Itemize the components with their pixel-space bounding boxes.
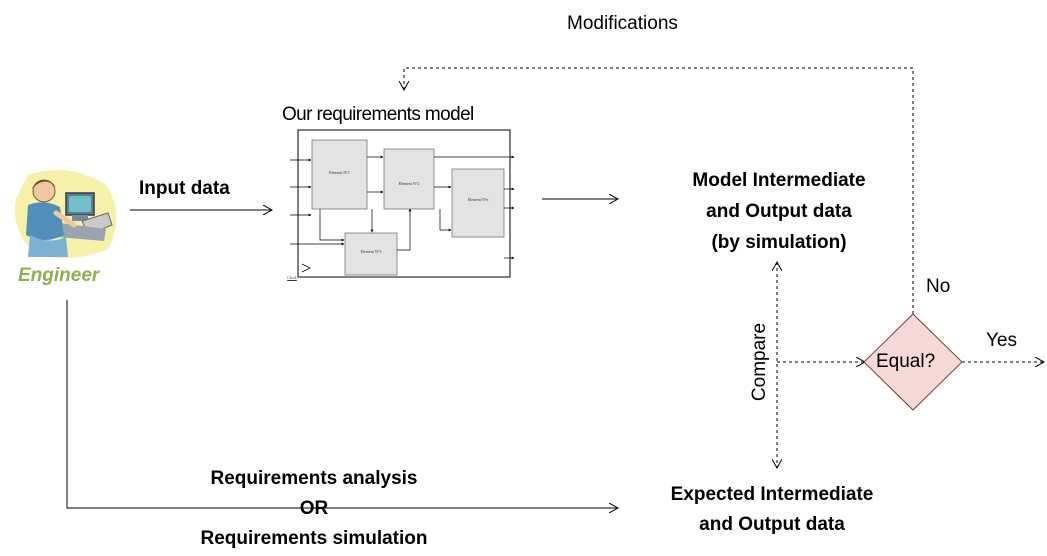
expected-data-line2: and Output data xyxy=(699,514,845,535)
or-label: OR xyxy=(299,498,329,519)
equal-decision-diamond xyxy=(863,313,963,411)
engineer-at-computer-icon xyxy=(8,165,128,263)
model-output-title-line1: Model Intermediate xyxy=(692,170,866,191)
yes-label: Yes xyxy=(986,330,1017,351)
equal-decision-label: Equal? xyxy=(876,351,936,372)
modifications-feedback-arrow xyxy=(404,67,914,314)
model-title-label: Our requirements model xyxy=(282,104,474,125)
requirements-model-diagram xyxy=(290,129,515,278)
model-block-3-label: Element N°3 xyxy=(360,249,382,254)
model-output-title-line2: and Output data xyxy=(706,201,852,222)
model-block-2 xyxy=(383,148,435,210)
modifications-label: Modifications xyxy=(567,13,678,34)
model-block-3 xyxy=(344,232,398,276)
model-output-title-line3: (by simulation) xyxy=(711,232,847,253)
model-block-n xyxy=(451,168,505,238)
requirements-path-arrow xyxy=(66,300,618,508)
requirements-simulation-label: Requirements simulation xyxy=(200,528,428,549)
compare-label: Compare xyxy=(749,322,770,402)
model-block-1 xyxy=(311,139,368,210)
input-data-label: Input data xyxy=(139,178,230,199)
engineer-label: Engineer xyxy=(18,265,100,286)
model-block-n-label: Element N°n xyxy=(467,197,489,202)
model-block-2-label: Element N°2 xyxy=(398,181,420,186)
requirements-analysis-label: Requirements analysis xyxy=(210,468,418,489)
expected-data-line1: Expected Intermediate xyxy=(670,484,874,505)
clock-label: Clock xyxy=(287,275,297,280)
no-label: No xyxy=(926,276,951,297)
model-block-1-label: Element N°1 xyxy=(329,170,350,175)
